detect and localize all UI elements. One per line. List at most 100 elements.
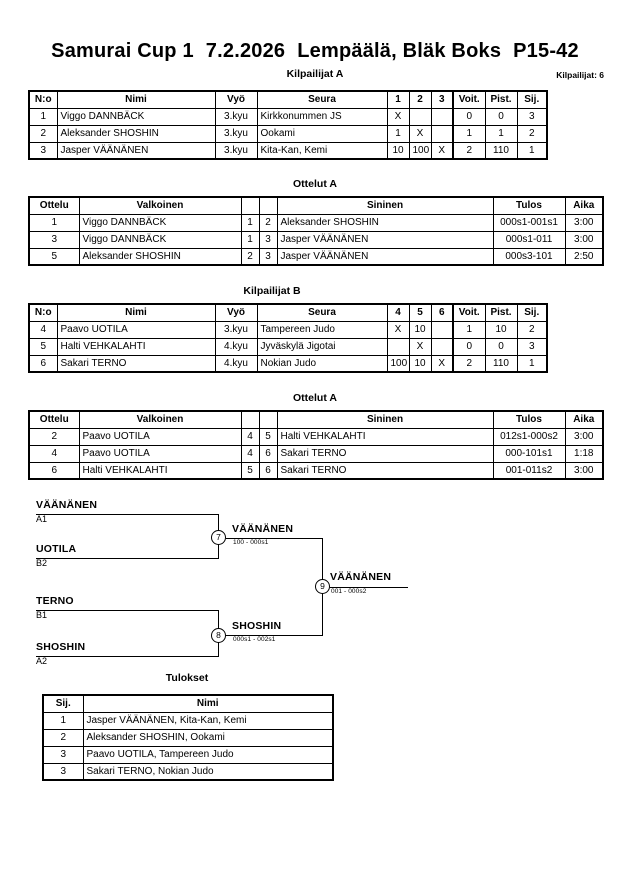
cell-vs-6 — [430, 320, 454, 339]
col-vs-1: 1 — [386, 90, 410, 109]
cell-blue: Aleksander SHOSHIN — [276, 213, 494, 232]
cell-vs-1: 10 — [386, 141, 410, 160]
col-name: Nimi — [56, 90, 216, 109]
cell-rank: 1 — [42, 711, 84, 730]
cell-rank: 1 — [516, 354, 548, 373]
bracket-champion-name: VÄÄNÄNEN — [330, 571, 392, 583]
cell-time: 3:00 — [564, 213, 604, 232]
table-row: 3 Jasper VÄÄNÄNEN 3.kyu Kita-Kan, Kemi 1… — [28, 141, 548, 160]
cell-belt: 4.kyu — [214, 354, 258, 373]
table-row: 2 Paavo UOTILA 4 5 Halti VEHKALAHTI 012s… — [28, 427, 604, 446]
table-row: 2 Aleksander SHOSHIN, Ookami — [42, 728, 334, 747]
table-row: 5 Halti VEHKALAHTI 4.kyu Jyväskylä Jigot… — [28, 337, 548, 356]
cell-time: 1:18 — [564, 444, 604, 463]
cell-wins: 1 — [452, 124, 486, 143]
cell-result: 001-011s2 — [492, 461, 566, 480]
cell-blue-no: 6 — [258, 444, 278, 463]
cell-no: 3 — [28, 141, 58, 160]
matches-b-caption: Ottelut A — [293, 392, 337, 404]
col-result: Tulos — [492, 196, 566, 215]
col-vs-5: 5 — [408, 303, 432, 322]
col-white: Valkoinen — [78, 410, 242, 429]
bracket-match-score: 000s1 - 002s1 — [233, 636, 276, 643]
cell-white: Halti VEHKALAHTI — [78, 461, 242, 480]
cell-rank: 2 — [516, 124, 548, 143]
col-no: N:o — [28, 303, 58, 322]
col-blue-no — [258, 410, 278, 429]
cell-points: 0 — [484, 337, 518, 356]
cell-vs-6: X — [430, 354, 454, 373]
tournament-bracket: VÄÄNÄNEN A1 UOTILA B2 7 VÄÄNÄNEN 100 - 0… — [0, 495, 630, 675]
competitor-count: Kilpailijat: 6 — [556, 70, 604, 80]
bracket-line — [36, 558, 218, 559]
table-row: 6 Halti VEHKALAHTI 5 6 Sakari TERNO 001-… — [28, 461, 604, 480]
title-event: Samurai Cup 1 — [51, 40, 194, 62]
col-blue: Sininen — [276, 196, 494, 215]
bracket-line — [36, 514, 218, 515]
matches-b-header-row: Ottelu Valkoinen Sininen Tulos Aika — [28, 410, 604, 429]
cell-match: 6 — [28, 461, 80, 480]
table-row: 3 Viggo DANNBÄCK 1 3 Jasper VÄÄNÄNEN 000… — [28, 230, 604, 249]
bracket-entrant-seed: A2 — [36, 656, 48, 666]
cell-no: 6 — [28, 354, 58, 373]
col-vs-6: 6 — [430, 303, 454, 322]
pool-b-header-row: N:o Nimi Vyö Seura 4 5 6 Voit. Pist. Sij… — [28, 303, 548, 322]
col-wins: Voit. — [452, 90, 486, 109]
cell-name: Paavo UOTILA — [56, 320, 216, 339]
title-category: P15-42 — [513, 40, 579, 62]
bracket-line — [36, 656, 218, 657]
cell-belt: 4.kyu — [214, 337, 258, 356]
cell-blue-no: 3 — [258, 230, 278, 249]
col-club: Seura — [256, 303, 388, 322]
col-match: Ottelu — [28, 196, 80, 215]
col-vs-3: 3 — [430, 90, 454, 109]
matches-a-caption: Ottelut A — [293, 178, 337, 190]
cell-time: 3:00 — [564, 427, 604, 446]
cell-rank: 2 — [516, 320, 548, 339]
col-white: Valkoinen — [78, 196, 242, 215]
col-rank: Sij. — [516, 303, 548, 322]
col-result: Tulos — [492, 410, 566, 429]
cell-vs-3 — [430, 107, 454, 126]
matches-a-header-row: Ottelu Valkoinen Sininen Tulos Aika — [28, 196, 604, 215]
col-rank: Sij. — [42, 694, 84, 713]
cell-result: 012s1-000s2 — [492, 427, 566, 446]
cell-blue-no: 2 — [258, 213, 278, 232]
bracket-match-number: 8 — [211, 628, 226, 643]
cell-no: 1 — [28, 107, 58, 126]
cell-time: 2:50 — [564, 247, 604, 266]
bracket-entrant-seed: A1 — [36, 514, 48, 524]
cell-wins: 2 — [452, 141, 486, 160]
cell-wins: 1 — [452, 320, 486, 339]
cell-match: 5 — [28, 247, 80, 266]
cell-club: Kirkkonummen JS — [256, 107, 388, 126]
pool-a-table: N:o Nimi Vyö Seura 1 2 3 Voit. Pist. Sij… — [28, 90, 548, 160]
bracket-entrant-name: SHOSHIN — [36, 641, 86, 653]
col-white-no — [240, 410, 260, 429]
bracket-line — [36, 610, 218, 611]
col-name: Nimi — [56, 303, 216, 322]
cell-rank: 3 — [516, 107, 548, 126]
table-row: 2 Aleksander SHOSHIN 3.kyu Ookami 1 X 1 … — [28, 124, 548, 143]
cell-name: Sakari TERNO — [56, 354, 216, 373]
col-rank: Sij. — [516, 90, 548, 109]
col-time: Aika — [564, 196, 604, 215]
cell-rank: 2 — [42, 728, 84, 747]
cell-vs-5: 10 — [408, 354, 432, 373]
cell-points: 10 — [484, 320, 518, 339]
cell-vs-5: X — [408, 337, 432, 356]
bracket-line — [330, 587, 408, 588]
cell-rank: 1 — [516, 141, 548, 160]
cell-vs-2: 100 — [408, 141, 432, 160]
cell-name: Sakari TERNO, Nokian Judo — [82, 762, 334, 781]
cell-result: 000-101s1 — [492, 444, 566, 463]
cell-club: Ookami — [256, 124, 388, 143]
pool-a-caption: Kilpailijat A — [286, 68, 344, 80]
bracket-match-number: 7 — [211, 530, 226, 545]
cell-vs-4 — [386, 337, 410, 356]
cell-match: 1 — [28, 213, 80, 232]
cell-points: 110 — [484, 354, 518, 373]
cell-white-no: 5 — [240, 461, 260, 480]
cell-white: Paavo UOTILA — [78, 444, 242, 463]
